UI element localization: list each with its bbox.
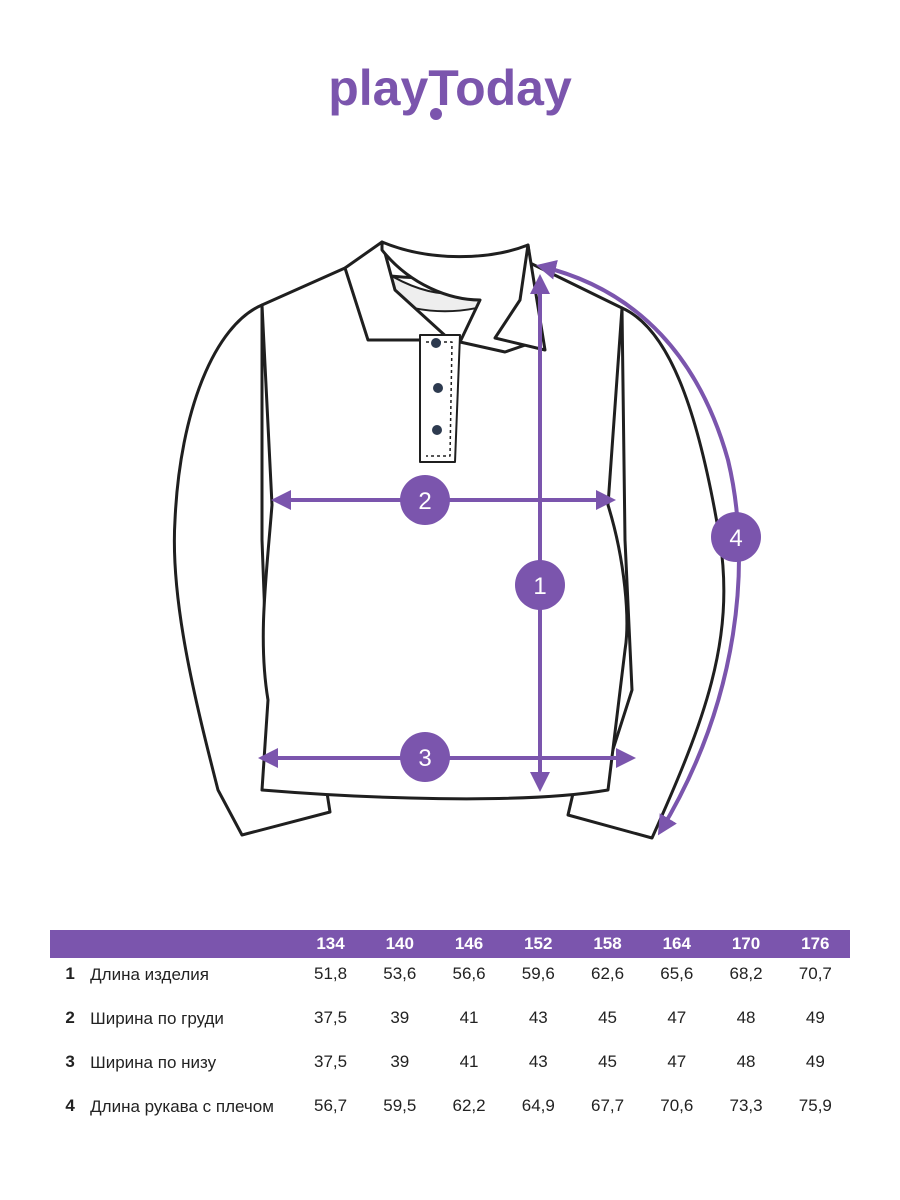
badge-3: 3: [400, 732, 450, 782]
size-table: 134 140 146 152 158 164 170 176 1 Длина …: [50, 930, 850, 1134]
row-value: 37,5: [313, 1052, 348, 1071]
row-value: 59,5: [383, 1096, 417, 1115]
badge-2: 2: [400, 475, 450, 525]
row-value: 45: [598, 1008, 617, 1027]
row-value: 49: [805, 1052, 825, 1071]
row-value: 37,5: [313, 1008, 348, 1027]
table-row: 2 Ширина по груди 37,5 39 41 43 45 47 48…: [50, 1002, 850, 1046]
size-header: 134: [295, 930, 366, 958]
header-label-blank: [90, 930, 296, 958]
row-value: 70,6: [660, 1096, 694, 1115]
row-value: 47: [667, 1052, 687, 1071]
badge-3-label: 3: [418, 745, 431, 772]
sleeve-length-line: [536, 260, 742, 836]
row-value: 47: [667, 1008, 687, 1027]
row-value: 43: [528, 1008, 548, 1027]
row-value: 75,9: [798, 1096, 832, 1115]
row-value: 70,7: [798, 964, 832, 983]
row-number: 4: [65, 1096, 75, 1115]
button-icon: [431, 338, 441, 348]
row-value: 43: [528, 1052, 548, 1071]
row-value: 39: [390, 1008, 410, 1027]
table-row: 1 Длина изделия 51,8 53,6 56,6 59,6 62,6…: [50, 958, 850, 1002]
row-label: Ширина по груди: [90, 1009, 224, 1028]
row-value: 56,7: [313, 1096, 348, 1115]
button-icon: [432, 425, 442, 435]
logo-dot: [430, 108, 442, 120]
size-header: 164: [642, 930, 712, 958]
table-row: 3 Ширина по низу 37,5 39 41 43 45 47 48 …: [50, 1046, 850, 1090]
row-value: 49: [805, 1008, 825, 1027]
row-value: 56,6: [452, 964, 486, 983]
row-value: 45: [598, 1052, 617, 1071]
row-value: 62,6: [590, 964, 625, 983]
polo-shirt-outline: [172, 240, 726, 840]
row-label: Длина рукава с плечом: [90, 1097, 274, 1116]
brand-logo-text: playToday: [328, 60, 572, 116]
row-value: 51,8: [313, 964, 348, 983]
placket-buttons: [431, 338, 443, 435]
row-label: Длина изделия: [90, 965, 209, 984]
measurement-badges: 1 2 3 4: [400, 475, 761, 782]
row-value: 53,6: [383, 964, 417, 983]
row-value: 59,6: [521, 964, 555, 983]
row-value: 68,2: [729, 964, 763, 983]
row-label: Ширина по низу: [90, 1053, 217, 1072]
size-header: 152: [503, 930, 573, 958]
badge-4: 4: [711, 512, 761, 562]
header-num-blank: [50, 930, 91, 958]
row-value: 67,7: [590, 1096, 625, 1115]
size-header: 146: [434, 930, 504, 958]
row-number: 3: [65, 1052, 75, 1071]
row-value: 73,3: [729, 1096, 763, 1115]
row-value: 48: [736, 1008, 756, 1027]
badge-1: 1: [515, 560, 565, 610]
badge-2-label: 2: [418, 488, 431, 515]
badge-1-label: 1: [533, 573, 546, 600]
row-value: 41: [459, 1008, 479, 1027]
table-row: 4 Длина рукава с плечом 56,7 59,5 62,2 6…: [50, 1090, 850, 1134]
size-header-row: 134 140 146 152 158 164 170 176: [50, 930, 850, 958]
badge-4-label: 4: [729, 525, 742, 552]
row-value: 64,9: [521, 1096, 555, 1115]
size-header: 170: [711, 930, 781, 958]
size-header: 140: [365, 930, 435, 958]
size-header: 158: [572, 930, 643, 958]
row-value: 65,6: [660, 964, 694, 983]
size-header: 176: [780, 930, 850, 958]
button-icon: [433, 383, 443, 393]
row-number: 2: [65, 1008, 75, 1027]
brand-logo: playToday: [328, 60, 572, 120]
row-value: 39: [390, 1052, 410, 1071]
row-value: 48: [736, 1052, 756, 1071]
row-number: 1: [65, 964, 75, 983]
row-value: 41: [459, 1052, 479, 1071]
garment-diagram: 1 2 3 4: [172, 240, 761, 840]
row-value: 62,2: [452, 1096, 486, 1115]
